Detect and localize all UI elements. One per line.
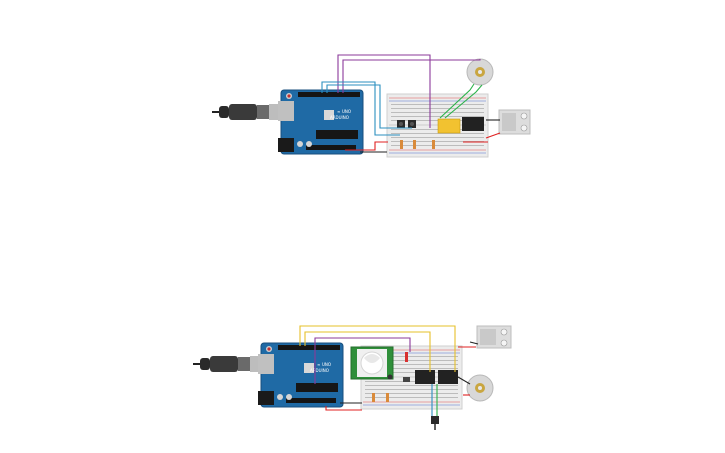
arduino-uno: ∞ UNO ARDUINO: [258, 342, 344, 408]
resistor: [432, 140, 435, 149]
circuit-bottom: ∞ UNO ARDUINO: [193, 325, 512, 430]
relay: [415, 370, 435, 384]
board-sub: ARDUINO: [330, 115, 349, 120]
digital-header: [278, 345, 340, 350]
usb-cable: [212, 104, 283, 120]
usb-cable: [193, 356, 264, 372]
board-logo: ∞: [317, 362, 320, 367]
board-logo: ∞: [337, 109, 340, 114]
board-label: UNO: [322, 362, 331, 367]
power-jack: [278, 138, 294, 152]
analog-header: [306, 145, 356, 150]
wires: [299, 325, 479, 416]
transistor-module: [437, 118, 461, 134]
arduino-uno: ∞ UNO ARDUINO: [278, 89, 364, 155]
analog-header: [286, 398, 336, 403]
power-socket: [476, 325, 512, 349]
dc-motor: [466, 58, 494, 86]
crystal: [324, 110, 334, 120]
microcontroller-chip: [316, 130, 358, 139]
crystal: [304, 363, 314, 373]
relay: [462, 117, 484, 131]
resistor: [386, 393, 389, 402]
microcontroller-chip: [296, 383, 338, 392]
led: [405, 352, 408, 362]
probe: [431, 416, 439, 430]
power-socket: [498, 109, 531, 135]
resistor: [413, 140, 416, 149]
usb-port: [278, 101, 294, 121]
wires: [321, 54, 501, 153]
power-jack: [258, 391, 274, 405]
usb-port: [258, 354, 274, 374]
resistor: [400, 140, 403, 149]
pir-sensor: [350, 346, 394, 380]
relay: [438, 370, 458, 384]
dc-motor: [466, 374, 494, 402]
board-label: UNO: [342, 109, 351, 114]
board-sub: ARDUINO: [310, 368, 329, 373]
resistor: [372, 393, 375, 402]
transistor: [403, 377, 410, 382]
circuit-top: ∞ UNO ARDUINO: [212, 54, 531, 158]
digital-header: [298, 92, 360, 97]
